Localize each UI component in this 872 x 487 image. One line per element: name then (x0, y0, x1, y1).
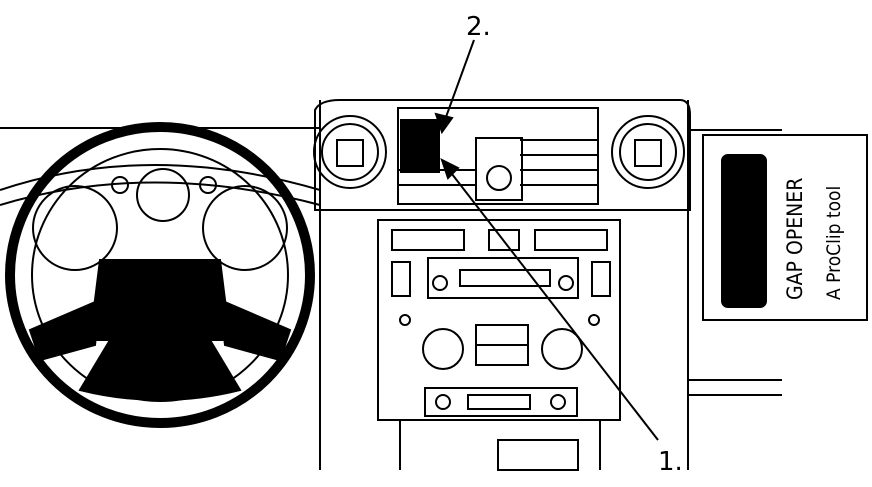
lower-console (399, 419, 601, 471)
gap-opener-tool-icon (721, 154, 767, 308)
gap-opener-inset: GAP OPENER A ProClip tool (702, 134, 868, 321)
inset-subtitle: A ProClip tool (823, 186, 845, 300)
callout-leader-lines (434, 39, 659, 441)
callout-label-2: 2. (466, 12, 491, 42)
inset-title: GAP OPENER (783, 178, 807, 300)
steering-wheel (5, 122, 315, 428)
radio-climate-unit (377, 219, 621, 421)
center-console-top (313, 99, 691, 211)
instrument-cluster (32, 168, 288, 271)
callout-label-1: 1. (658, 447, 683, 477)
